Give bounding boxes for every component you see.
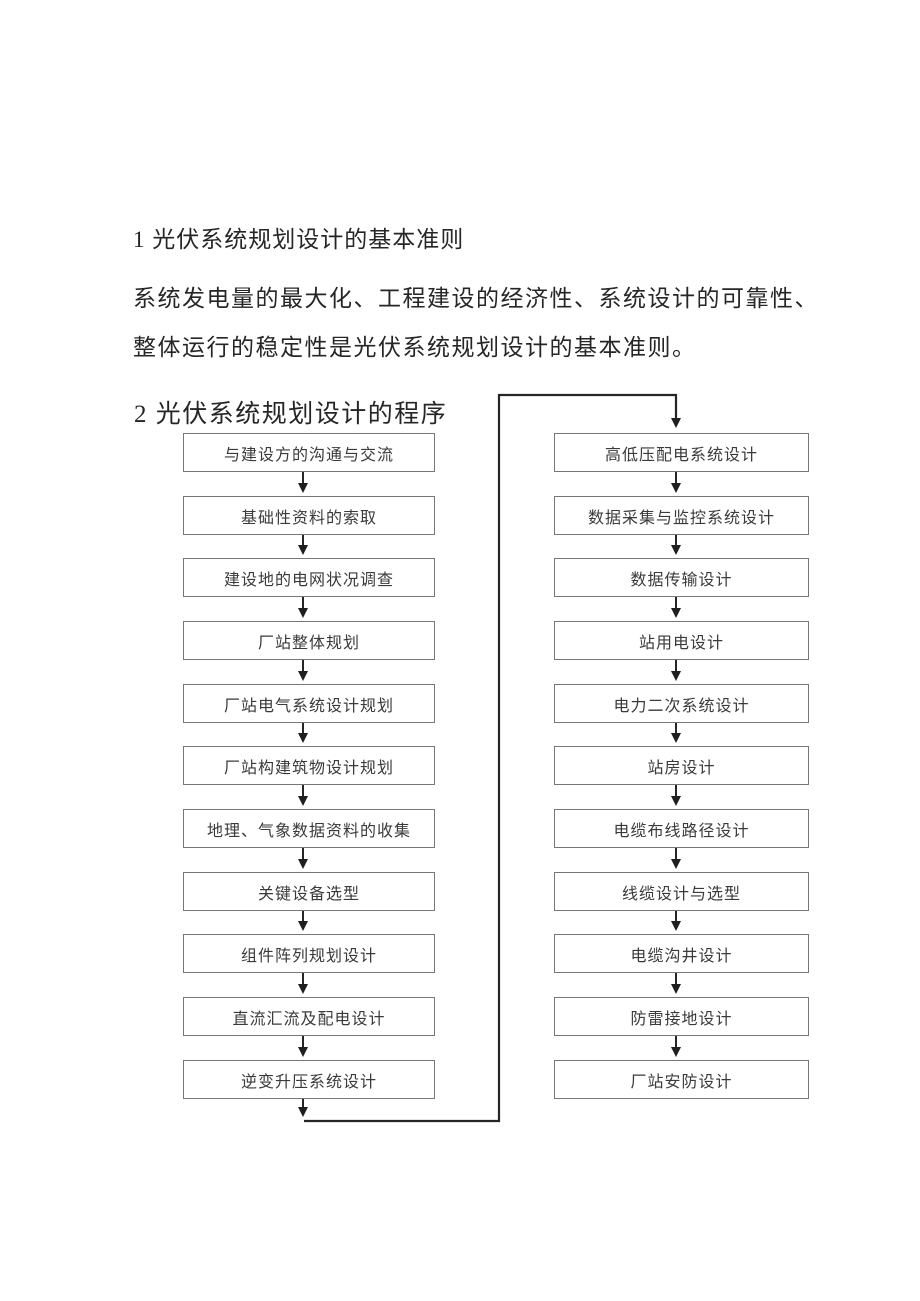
flow-step-left-6: 厂站构建筑物设计规划 bbox=[183, 746, 435, 785]
flow-step-left-9: 组件阵列规划设计 bbox=[183, 934, 435, 973]
flow-step-right-10: 防雷接地设计 bbox=[554, 997, 809, 1036]
flow-step-label: 厂站构建筑物设计规划 bbox=[223, 759, 394, 777]
flow-step-label: 站用电设计 bbox=[638, 634, 724, 652]
flow-step-label: 厂站安防设计 bbox=[630, 1073, 733, 1091]
flow-step-right-4: 站用电设计 bbox=[554, 621, 809, 660]
flow-step-label: 线缆设计与选型 bbox=[621, 885, 741, 903]
flow-step-label: 关键设备选型 bbox=[257, 885, 360, 903]
paragraph-line-2: 整体运行的稳定性是光伏系统规划设计的基本准则。 bbox=[133, 335, 697, 360]
flow-step-right-6: 站房设计 bbox=[554, 746, 809, 785]
flow-step-right-2: 数据采集与监控系统设计 bbox=[554, 496, 809, 535]
flow-step-left-3: 建设地的电网状况调查 bbox=[183, 558, 435, 597]
flow-step-left-2: 基础性资料的索取 bbox=[183, 496, 435, 535]
section-heading-2: 2 光伏系统规划设计的程序 bbox=[134, 401, 448, 428]
flow-step-label: 直流汇流及配电设计 bbox=[232, 1010, 386, 1028]
flow-step-label: 高低压配电系统设计 bbox=[604, 446, 758, 464]
section-heading-1: 1 光伏系统规划设计的基本准则 bbox=[133, 227, 465, 252]
flow-step-left-1: 与建设方的沟通与交流 bbox=[183, 433, 435, 472]
flow-step-label: 建设地的电网状况调查 bbox=[223, 571, 394, 589]
flow-step-right-7: 电缆布线路径设计 bbox=[554, 809, 809, 848]
flow-step-label: 基础性资料的索取 bbox=[240, 509, 377, 527]
flow-step-right-9: 电缆沟井设计 bbox=[554, 934, 809, 973]
flow-step-right-3: 数据传输设计 bbox=[554, 558, 809, 597]
flow-step-label: 与建设方的沟通与交流 bbox=[223, 446, 394, 464]
flow-step-label: 站房设计 bbox=[647, 759, 716, 777]
flow-step-label: 数据采集与监控系统设计 bbox=[587, 509, 775, 527]
flow-step-label: 电力二次系统设计 bbox=[613, 697, 750, 715]
flow-step-label: 逆变升压系统设计 bbox=[240, 1073, 377, 1091]
flow-step-right-5: 电力二次系统设计 bbox=[554, 684, 809, 723]
flow-step-left-8: 关键设备选型 bbox=[183, 872, 435, 911]
flow-step-label: 组件阵列规划设计 bbox=[240, 947, 377, 965]
flow-step-right-1: 高低压配电系统设计 bbox=[554, 433, 809, 472]
flow-step-left-4: 厂站整体规划 bbox=[183, 621, 435, 660]
flow-step-left-5: 厂站电气系统设计规划 bbox=[183, 684, 435, 723]
paragraph-line-1: 系统发电量的最大化、工程建设的经济性、系统设计的可靠性、 bbox=[133, 286, 819, 311]
flow-step-right-8: 线缆设计与选型 bbox=[554, 872, 809, 911]
flow-step-right-11: 厂站安防设计 bbox=[554, 1060, 809, 1099]
flow-step-left-11: 逆变升压系统设计 bbox=[183, 1060, 435, 1099]
flow-step-label: 厂站整体规划 bbox=[257, 634, 360, 652]
flow-step-label: 厂站电气系统设计规划 bbox=[223, 697, 394, 715]
flow-step-label: 电缆布线路径设计 bbox=[613, 822, 750, 840]
flow-step-label: 数据传输设计 bbox=[630, 571, 733, 589]
flow-step-label: 防雷接地设计 bbox=[630, 1010, 733, 1028]
flow-step-label: 地理、气象数据资料的收集 bbox=[206, 822, 411, 840]
flow-step-left-10: 直流汇流及配电设计 bbox=[183, 997, 435, 1036]
flow-step-label: 电缆沟井设计 bbox=[630, 947, 733, 965]
flow-step-left-7: 地理、气象数据资料的收集 bbox=[183, 809, 435, 848]
